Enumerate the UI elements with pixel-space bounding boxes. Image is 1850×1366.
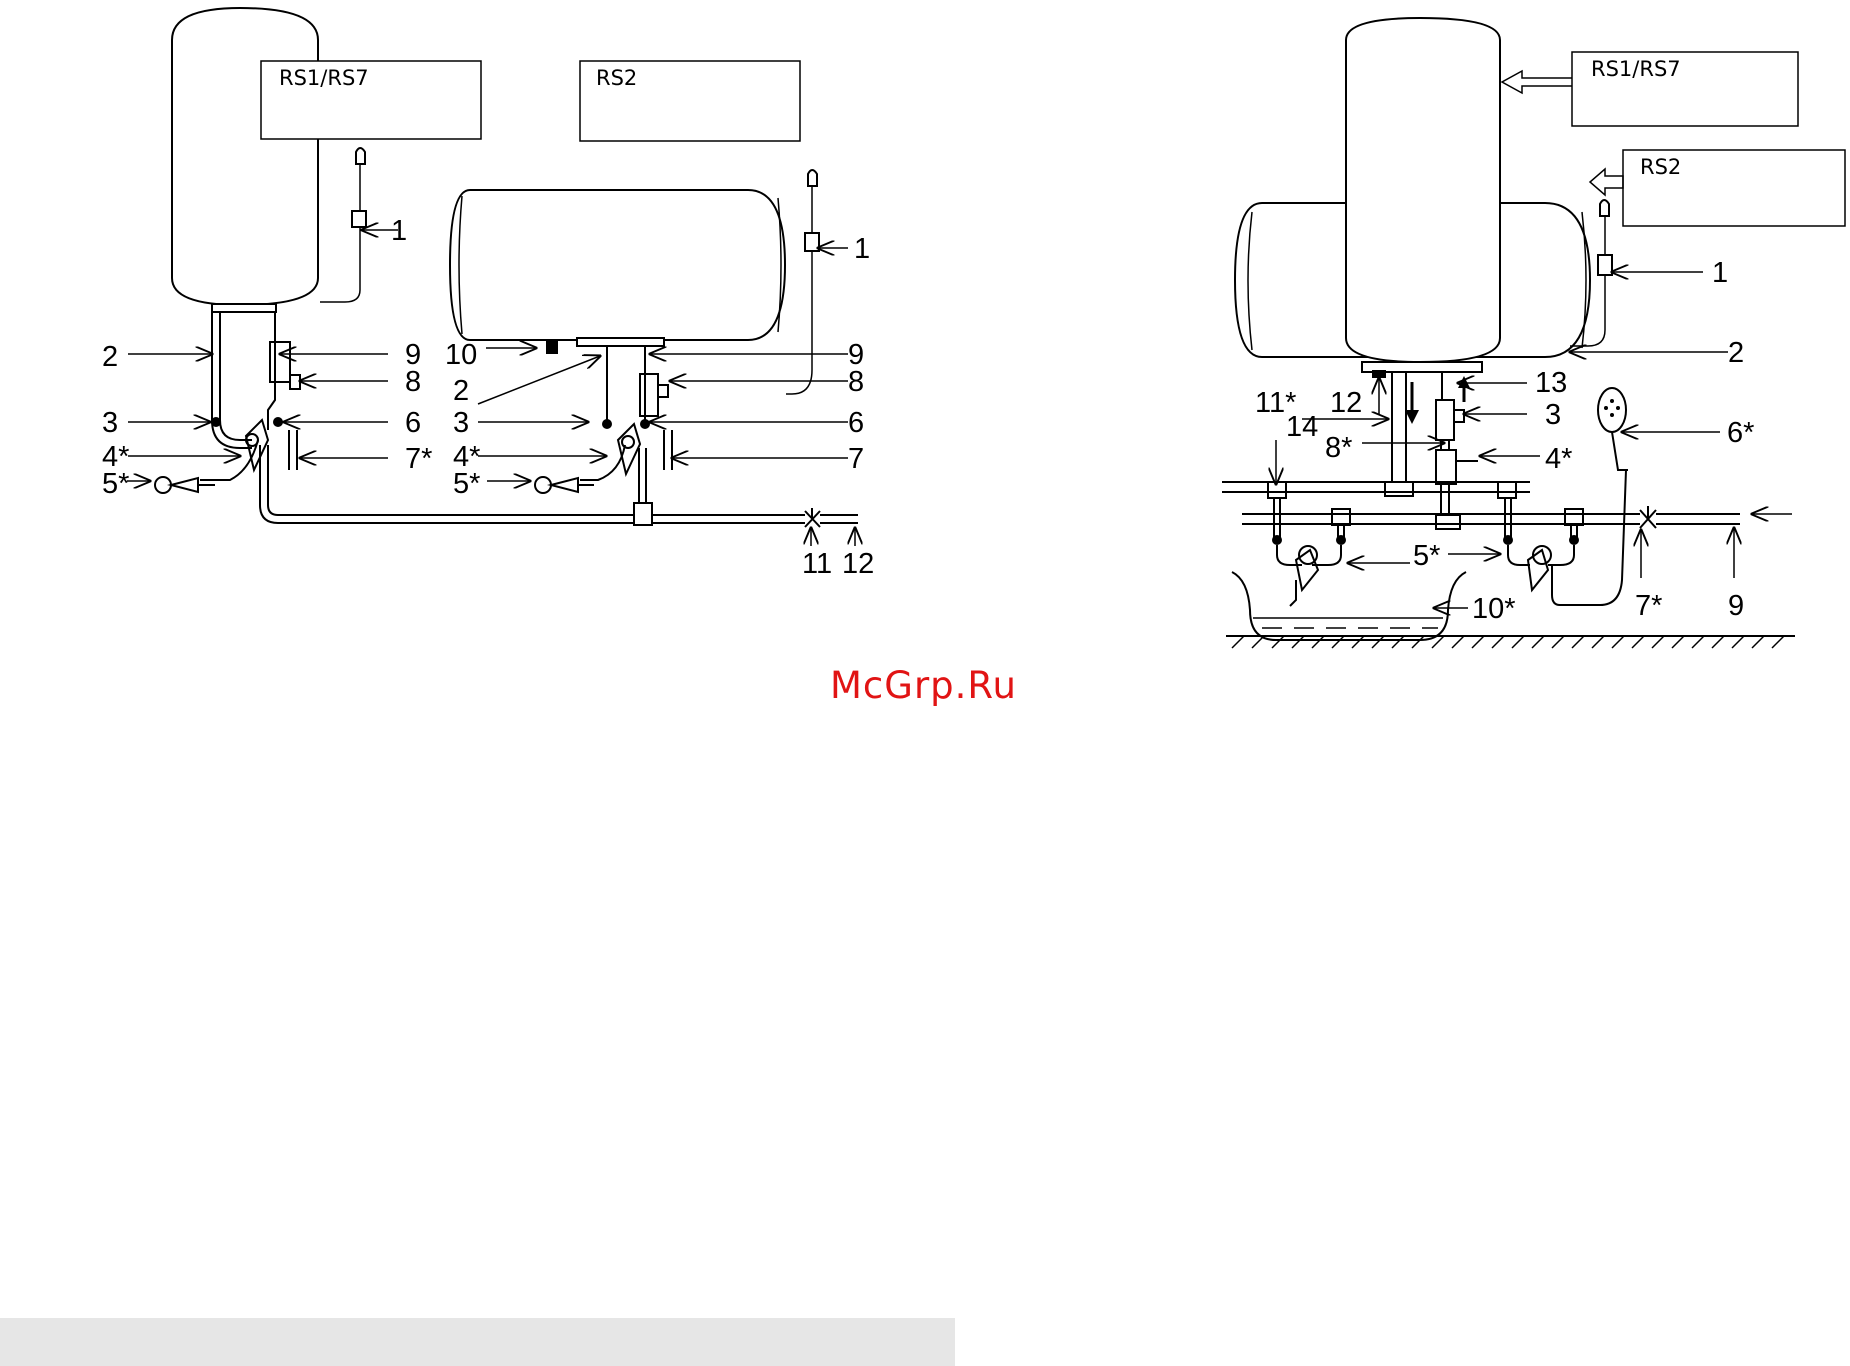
- callout-13: 13: [1535, 367, 1567, 399]
- callout-14: 14: [1286, 411, 1318, 443]
- callout-3: 3: [453, 407, 469, 439]
- vertical-tank: [1346, 18, 1500, 362]
- callout-2: 2: [102, 341, 118, 373]
- footer-bar: [0, 1318, 955, 1366]
- callout-9: 9: [405, 339, 421, 371]
- right-diagram: RS1/RS7 RS2: [1222, 18, 1845, 648]
- callout-12: 12: [1330, 387, 1362, 419]
- callout-1: 1: [391, 215, 407, 247]
- callout-10: 10: [445, 339, 477, 371]
- sink-icon: [1232, 572, 1466, 640]
- callout-10: 10*: [1472, 593, 1516, 625]
- callout-5: 5*: [453, 468, 480, 500]
- left-diagram: RS1/RS7 RS2: [102, 8, 874, 580]
- callout-2: 2: [1728, 337, 1744, 369]
- callout-12: 12: [842, 548, 874, 580]
- box-rs1-rs7-text: RS1/RS7: [1591, 57, 1681, 81]
- power-plug-icon: [786, 170, 819, 394]
- callout-7: 7: [848, 443, 864, 475]
- shower-head-icon: [1598, 388, 1628, 470]
- box-rs1-rs7-text: RS1/RS7: [279, 66, 369, 90]
- callout-1: 1: [854, 233, 870, 265]
- vertical-tank: [172, 8, 318, 305]
- callout-5: 5*: [102, 468, 129, 500]
- box-rs2-text: RS2: [1640, 155, 1681, 179]
- callout-5: 5*: [1413, 540, 1440, 572]
- callout-4: 4*: [1545, 443, 1572, 475]
- callout-11: 11: [802, 548, 832, 580]
- floor-hatch: [1232, 636, 1784, 648]
- callout-2: 2: [453, 375, 469, 407]
- callout-3: 3: [102, 407, 118, 439]
- callout-1: 1: [1712, 257, 1728, 289]
- callout-7: 7*: [1635, 590, 1662, 622]
- callout-6: 6: [405, 407, 421, 439]
- watermark: McGrp.Ru: [830, 664, 1017, 707]
- callout-9: 9: [1728, 590, 1744, 622]
- callout-6: 6: [848, 407, 864, 439]
- callout-8: 8: [848, 366, 864, 398]
- power-plug-icon: [320, 148, 366, 302]
- callout-3: 3: [1545, 399, 1561, 431]
- callout-7: 7*: [405, 443, 432, 475]
- callout-8: 8*: [1325, 432, 1352, 464]
- callout-6: 6*: [1727, 417, 1754, 449]
- box-rs2-text: RS2: [596, 66, 637, 90]
- horizontal-tank: [450, 190, 785, 340]
